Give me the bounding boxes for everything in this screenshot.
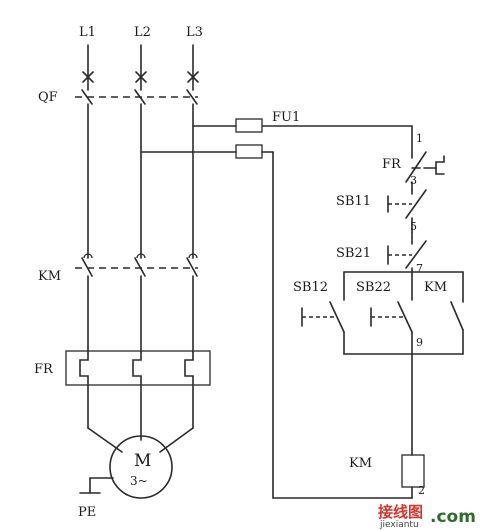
contactor-arc-l1 — [83, 253, 93, 259]
supply-line-l1 — [81, 44, 94, 353]
sb21-stop-button[interactable] — [387, 231, 427, 273]
button-label-sb12: SB12 — [293, 280, 328, 295]
sb22-start-button[interactable] — [370, 301, 413, 333]
motor-leads — [87, 384, 194, 453]
fuse-fu1-b — [235, 144, 263, 159]
overload-element-l1 — [79, 351, 89, 385]
node-label-2: 2 — [418, 484, 425, 497]
node-label-1: 1 — [416, 132, 423, 145]
overload-relay-box — [65, 350, 211, 386]
start-branch-wiring — [343, 271, 464, 355]
overload-label-fr: FR — [34, 362, 54, 377]
node-label-3: 3 — [410, 174, 417, 187]
control-tap-wiring — [140, 125, 413, 499]
supply-line-l3 — [186, 44, 199, 353]
node-label-9: 9 — [416, 336, 423, 349]
sb12-start-button[interactable] — [301, 301, 345, 333]
button-label-sb21: SB21 — [336, 246, 371, 261]
overload-element-l3 — [184, 351, 194, 385]
km-aux-contact — [450, 301, 464, 331]
motor-symbol — [109, 435, 173, 499]
fuse-label-fu1: FU1 — [272, 110, 300, 125]
pe-ground — [79, 477, 114, 494]
fuse-fu1-a — [235, 118, 263, 133]
control-label-fr: FR — [382, 157, 402, 172]
overload-element-l2 — [132, 351, 142, 385]
ground-label-pe: PE — [78, 505, 96, 520]
watermark-site: jiexiantu — [379, 520, 419, 530]
node-label-5: 5 — [410, 220, 417, 233]
motor-label-m: M — [134, 451, 151, 471]
node-label-7: 7 — [416, 262, 423, 275]
watermark-logo: 接线图 jiexiantu .com — [378, 503, 476, 530]
button-label-sb11: SB11 — [336, 194, 371, 209]
motor-label-phase: 3~ — [130, 474, 148, 488]
watermark-brand: 接线图 — [378, 503, 423, 521]
fr-nc-contact — [405, 151, 445, 191]
breaker-label-qf: QF — [38, 90, 58, 105]
coil-label-km: KM — [349, 456, 372, 471]
sb11-stop-button[interactable] — [387, 189, 427, 233]
aux-contact-label-km: KM — [424, 280, 447, 295]
contactor-arc-l3 — [188, 253, 198, 259]
button-label-sb22: SB22 — [356, 280, 391, 295]
contactor-arc-l2 — [136, 253, 146, 259]
phase-label-l3: L3 — [186, 25, 203, 40]
contactor-label-km: KM — [38, 269, 61, 284]
km-coil — [401, 454, 425, 488]
phase-label-l1: L1 — [79, 25, 96, 40]
watermark-domain: .com — [430, 507, 476, 527]
supply-line-l2 — [134, 44, 147, 353]
phase-label-l2: L2 — [134, 25, 151, 40]
